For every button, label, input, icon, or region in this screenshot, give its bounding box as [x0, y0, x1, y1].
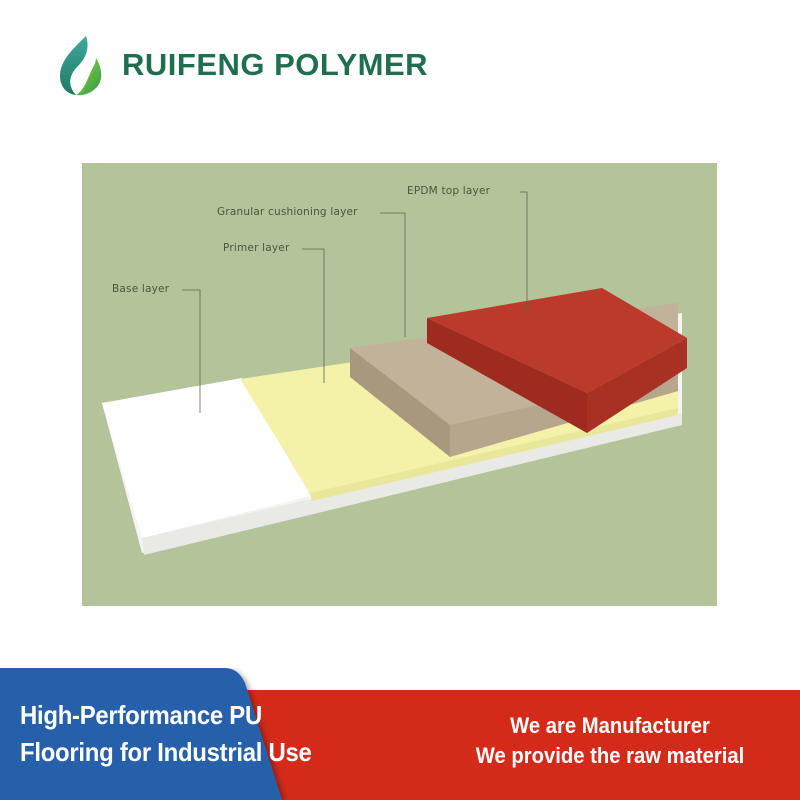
blue-panel: [0, 668, 282, 800]
manufacturer-line-2: We provide the raw material: [475, 743, 745, 768]
bottom-banner: [0, 668, 800, 800]
brand-name: RUIFENG POLYMER: [122, 47, 429, 82]
manufacturer-line-1: We are Manufacturer: [510, 713, 710, 738]
epdm-top-layer-label: EPDM top layer: [407, 185, 491, 197]
flooring-layer-diagram: Base layer Primer layer Granular cushion…: [82, 163, 717, 606]
granular-cushioning-layer-label: Granular cushioning layer: [217, 206, 358, 218]
primer-layer-label: Primer layer: [223, 242, 290, 254]
brand-logo: RUIFENG POLYMER: [56, 34, 428, 96]
base-layer-label: Base layer: [112, 283, 170, 295]
headline-line-1: High-Performance PU: [20, 700, 262, 730]
layer-illustration: [102, 191, 687, 555]
headline-line-2: Flooring for Industrial Use: [20, 737, 312, 767]
red-panel: [200, 690, 800, 800]
green-leaf-drop-icon: [60, 36, 102, 96]
manufacturer-note: We are Manufacturer We provide the raw m…: [444, 711, 775, 771]
headline: High-Performance PU Flooring for Industr…: [20, 697, 312, 771]
